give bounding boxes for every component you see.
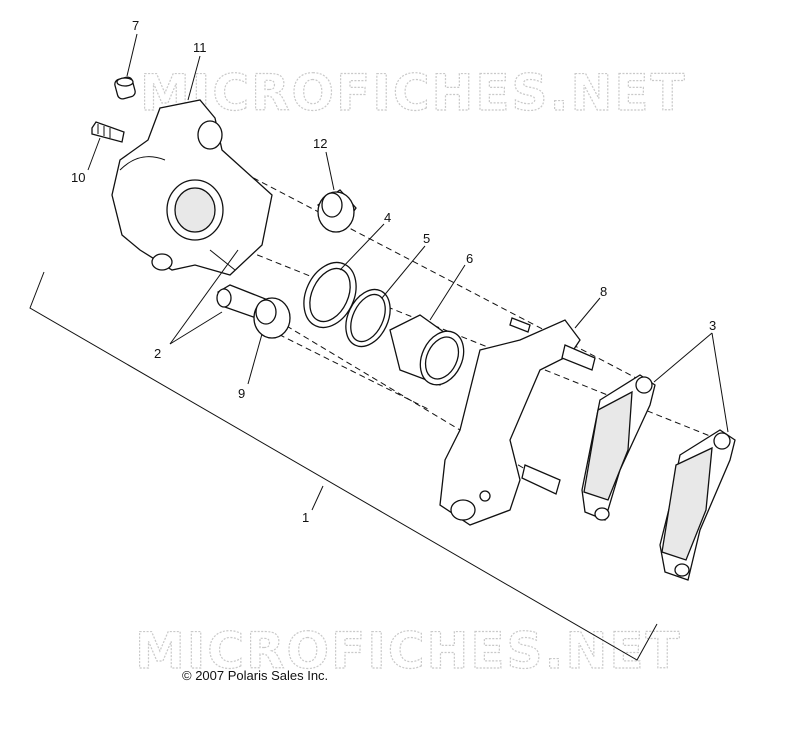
part-seal-small xyxy=(345,288,391,348)
part-bleeder-screw xyxy=(91,121,125,143)
part-brake-pad-rear xyxy=(659,429,736,581)
leader-lines xyxy=(87,33,729,511)
part-caliper-body xyxy=(111,99,273,276)
part-bushing xyxy=(114,76,136,100)
part-dust-boot xyxy=(317,189,357,233)
watermark-bottom: MICROFICHES.NET xyxy=(135,622,682,680)
callout-4: 4 xyxy=(384,210,391,225)
callout-11: 11 xyxy=(193,40,207,55)
callout-6: 6 xyxy=(466,251,473,266)
callout-2: 2 xyxy=(154,346,161,361)
callout-1: 1 xyxy=(302,510,309,525)
copyright-notice: © 2007 Polaris Sales Inc. xyxy=(182,668,328,683)
callout-12: 12 xyxy=(313,136,327,151)
callout-9: 9 xyxy=(238,386,245,401)
part-piston xyxy=(389,314,465,386)
part-brake-pad-front xyxy=(581,374,656,521)
watermark-top: MICROFICHES.NET xyxy=(140,64,687,122)
callout-7: 7 xyxy=(132,18,139,33)
part-bracket xyxy=(439,317,596,526)
assembly-bracket xyxy=(29,271,658,661)
callout-3: 3 xyxy=(709,318,716,333)
callout-8: 8 xyxy=(600,284,607,299)
callout-10: 10 xyxy=(71,170,85,185)
callout-labels: 7 11 10 12 4 5 6 8 3 2 9 1 xyxy=(71,18,716,525)
part-seal xyxy=(303,261,357,329)
callout-5: 5 xyxy=(423,231,430,246)
part-pin-boot xyxy=(253,297,291,339)
